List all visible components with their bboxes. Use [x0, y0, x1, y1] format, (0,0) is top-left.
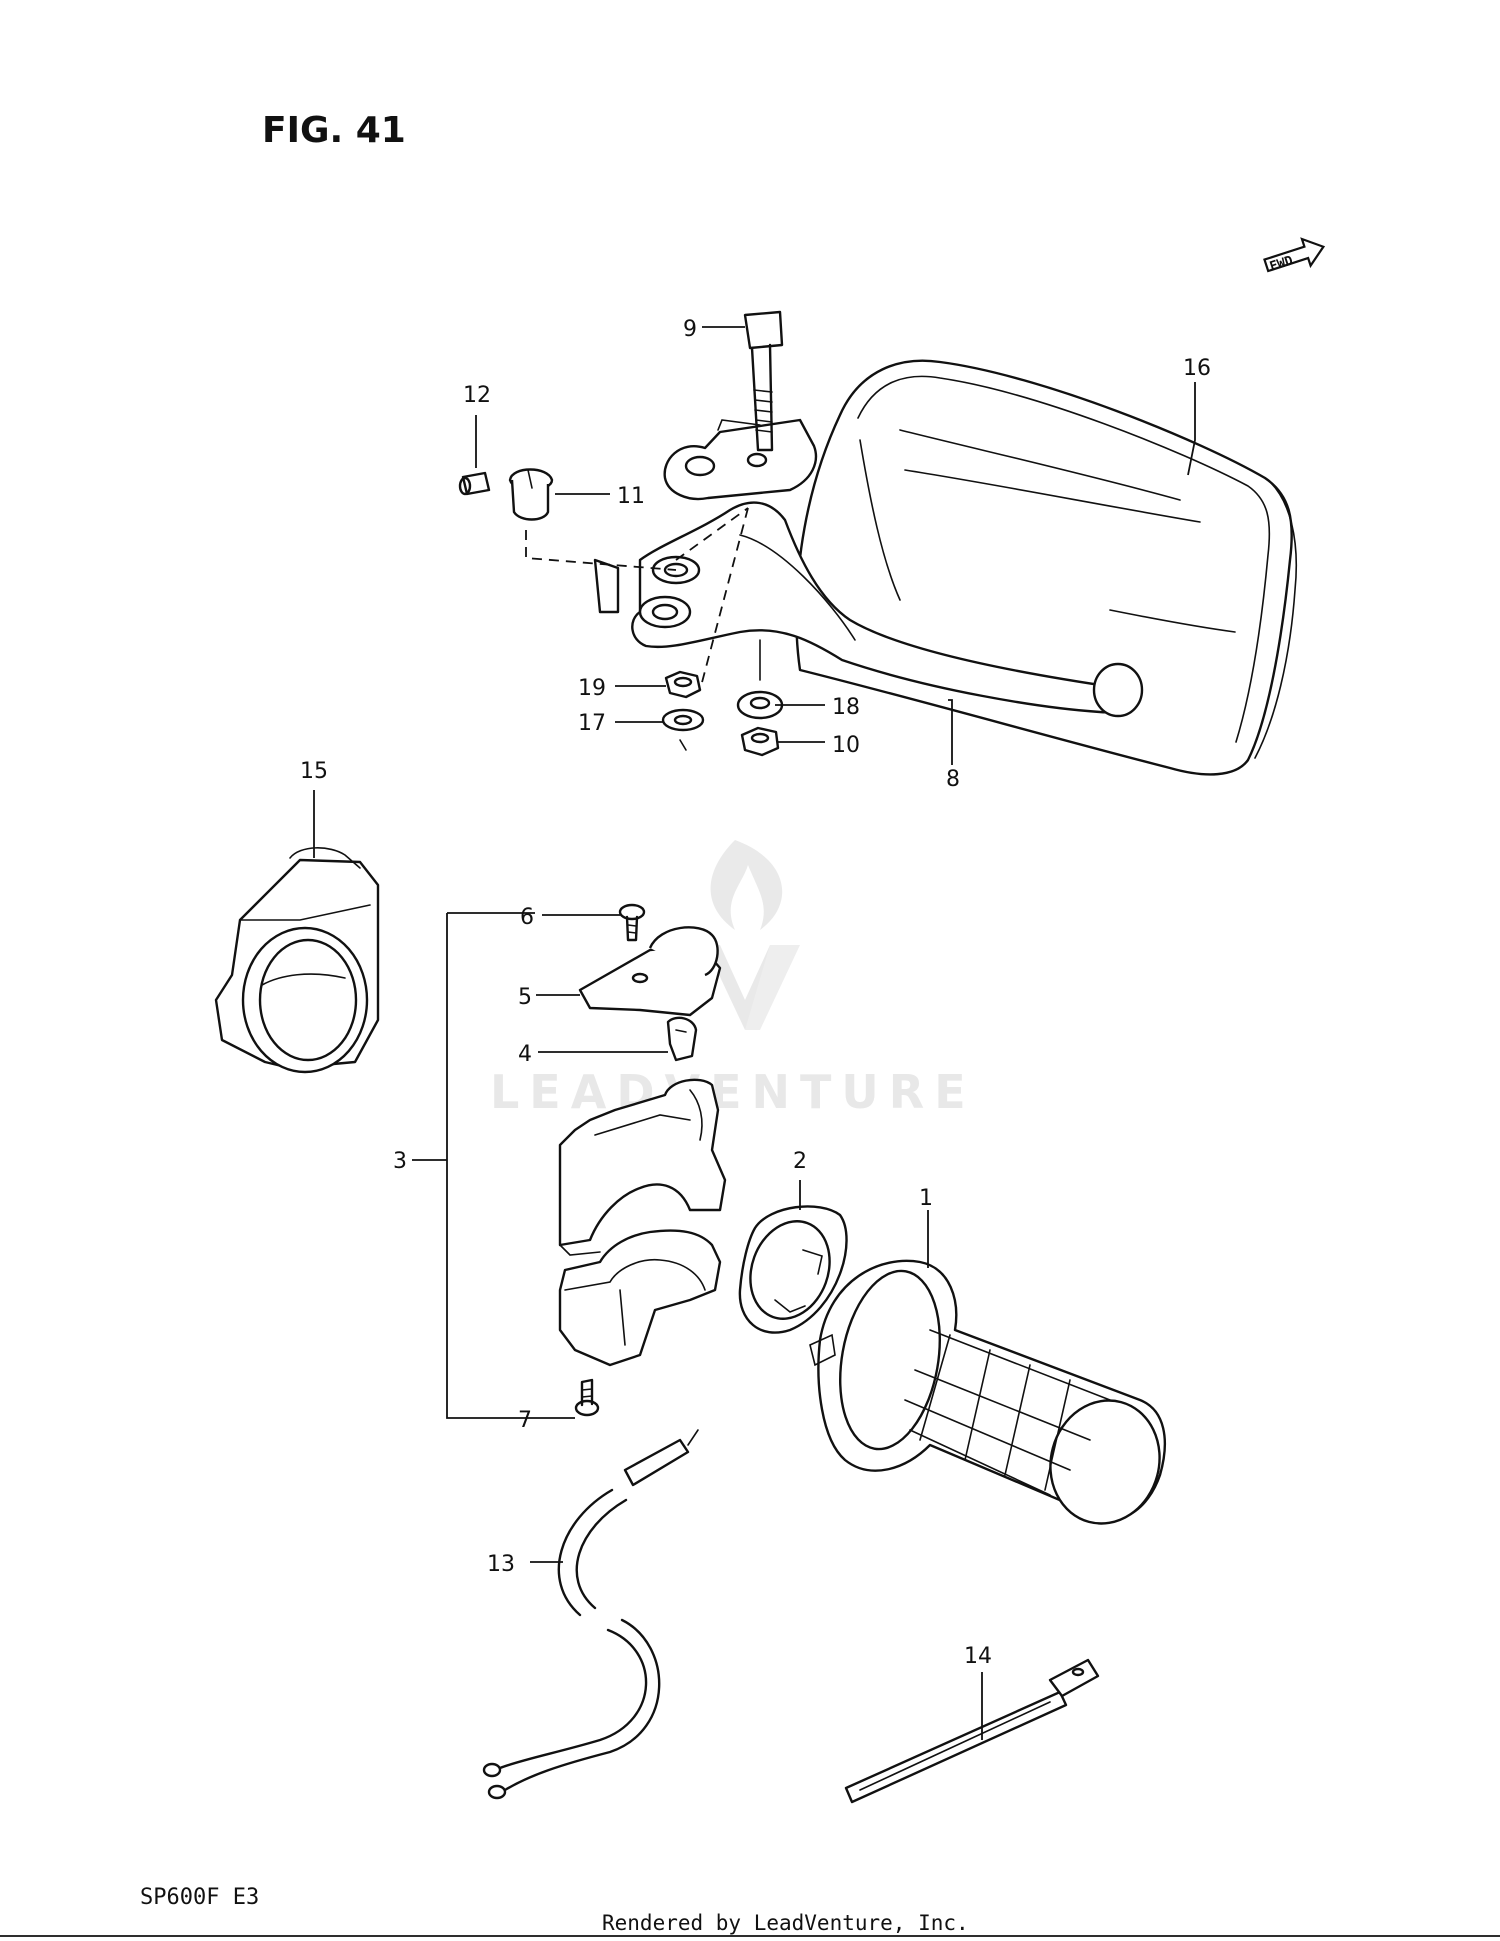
part-12-pin — [458, 471, 491, 496]
callout-16: 16 — [1183, 356, 1211, 381]
part-3-switch-housing-upper — [558, 1078, 727, 1256]
part-17-washer — [661, 708, 705, 751]
watermark-text: LEADVENTURE — [490, 1065, 976, 1119]
part-13-cable — [482, 1429, 699, 1800]
callout-17: 17 — [578, 711, 606, 736]
callout-19: 19 — [578, 676, 606, 701]
figure-label: FIG. 41 — [262, 110, 406, 151]
part-6-screw — [618, 903, 646, 942]
callout-5: 5 — [518, 985, 532, 1010]
part-14-cable-tie — [844, 1658, 1100, 1804]
part-2-ring — [738, 1205, 848, 1334]
fwd-arrow-icon: FWD — [1263, 237, 1326, 275]
part-10-nut — [740, 726, 780, 757]
callout-2: 2 — [793, 1149, 807, 1174]
fwd-label: FWD — [1268, 253, 1295, 275]
callout-3: 3 — [393, 1149, 407, 1174]
part-19-nut — [664, 670, 702, 699]
part-1-grip — [809, 1259, 1167, 1525]
model-code: SP600F E3 — [140, 1885, 259, 1910]
part-11-plug — [508, 468, 554, 521]
part-15-cover — [214, 847, 380, 1074]
part-5-cable-guide — [578, 926, 722, 1017]
callout-7: 7 — [518, 1408, 532, 1433]
part-4-clip — [666, 1016, 698, 1062]
callout-4: 4 — [518, 1042, 532, 1067]
callout-9: 9 — [683, 317, 697, 342]
callout-18: 18 — [832, 695, 860, 720]
leader-lines — [313, 326, 1196, 1740]
callout-15: 15 — [300, 759, 328, 784]
callout-10: 10 — [832, 733, 860, 758]
leadventure-flame-logo-icon — [705, 840, 800, 1030]
credit-line: Rendered by LeadVenture, Inc. — [602, 1911, 969, 1935]
part-8-bracket-arm — [593, 501, 1144, 718]
callout-1: 1 — [919, 1186, 933, 1211]
part-9-bolt — [743, 310, 784, 452]
callout-14: 14 — [964, 1644, 992, 1669]
callout-12: 12 — [463, 383, 491, 408]
leadventure-watermark: LEADVENTURE — [490, 840, 976, 1119]
callout-8: 8 — [946, 767, 960, 792]
part-3-switch-housing-lower — [558, 1229, 722, 1367]
callout-13: 13 — [487, 1552, 515, 1577]
callout-6: 6 — [520, 905, 534, 930]
callout-11: 11 — [617, 484, 645, 509]
part-7-screw — [574, 1378, 600, 1417]
